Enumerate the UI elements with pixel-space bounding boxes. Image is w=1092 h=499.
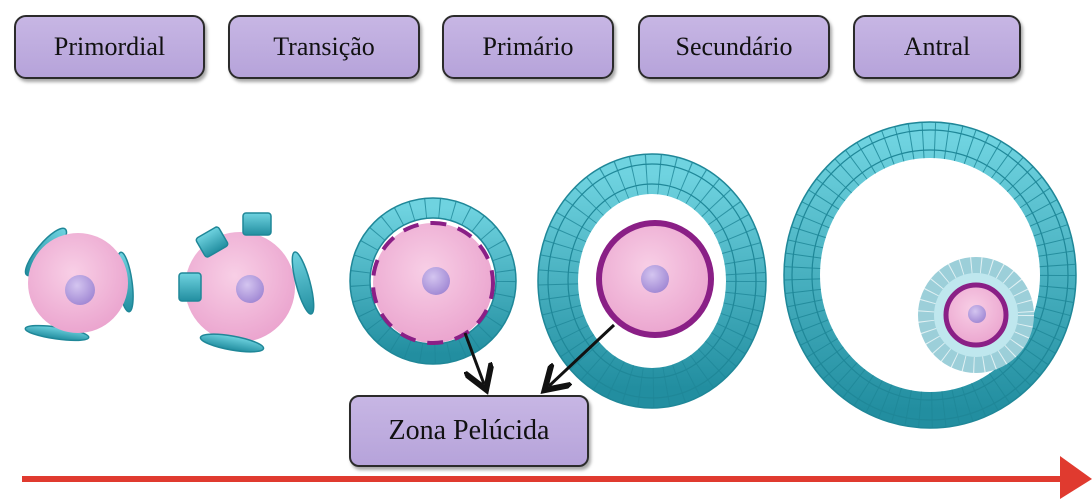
zona-pelucida-label: Zona Pelúcida [349, 395, 589, 467]
follicle-secundario [538, 154, 766, 408]
follicle-antral [784, 122, 1076, 428]
follicle-primordial [20, 223, 136, 343]
follicle-transicao [179, 213, 318, 355]
follicle-primario [350, 198, 516, 364]
